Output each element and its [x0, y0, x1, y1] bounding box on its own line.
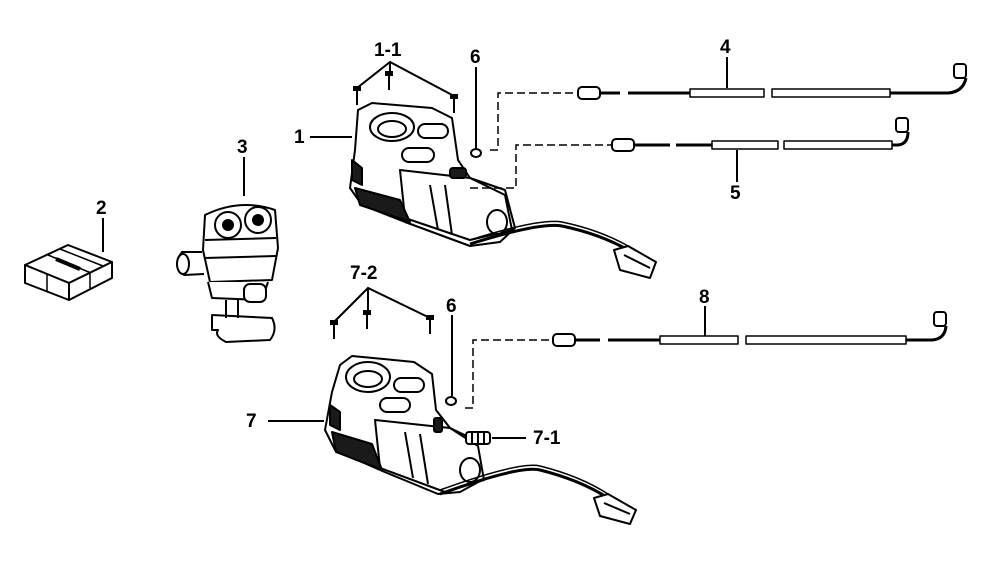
part-2-box — [24, 244, 113, 301]
part-8-cable — [552, 311, 948, 347]
part-3-throttle-body — [176, 204, 279, 343]
label-part-4: 4 — [720, 37, 731, 58]
part-5-cable — [611, 117, 910, 152]
label-part-7-1: 7-1 — [533, 428, 561, 449]
leader-lines — [102, 57, 738, 439]
label-part-7: 7 — [246, 411, 257, 432]
part-7-2-bolts — [329, 309, 435, 340]
part-6-washer-top — [470, 148, 482, 158]
part-7-1-plug — [465, 431, 491, 445]
label-part-6-bottom: 6 — [446, 296, 457, 317]
label-part-6-top: 6 — [470, 47, 481, 68]
part-4-cable — [577, 63, 968, 100]
connection-lines — [465, 92, 612, 409]
label-part-3: 3 — [237, 137, 248, 158]
label-part-2: 2 — [96, 198, 107, 219]
label-part-5: 5 — [730, 183, 741, 204]
part-7-actuator — [324, 355, 637, 525]
label-part-7-2: 7-2 — [350, 263, 378, 284]
label-part-8: 8 — [699, 287, 710, 308]
label-part-1: 1 — [294, 127, 305, 148]
part-6-washer-bottom — [445, 396, 457, 406]
part-1-actuator — [349, 102, 657, 279]
label-part-1-1: 1-1 — [374, 40, 402, 61]
